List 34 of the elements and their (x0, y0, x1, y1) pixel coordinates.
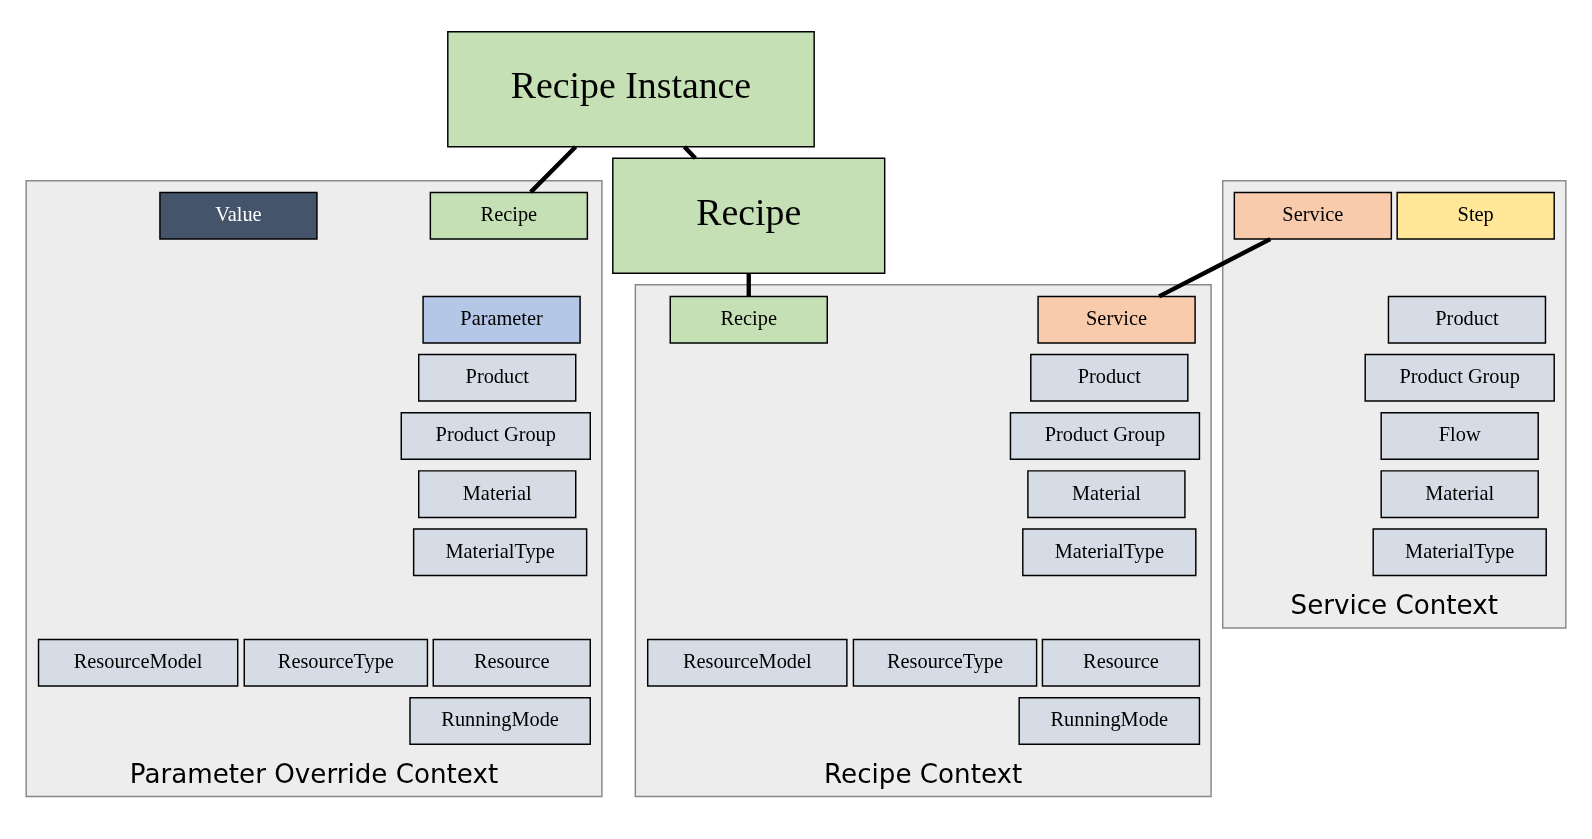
node-box: Product Group (1009, 411, 1201, 460)
node-box: RunningMode (409, 696, 591, 745)
node-box: Resource (432, 638, 591, 687)
node-box: Service (1233, 191, 1393, 240)
connector (746, 273, 751, 296)
node-box: Recipe (612, 157, 886, 274)
node-box: Material (1380, 469, 1539, 518)
connector (682, 144, 697, 160)
node-box: Product Group (400, 411, 591, 460)
node-box: Step (1396, 191, 1555, 240)
node-box: Product (1030, 353, 1189, 402)
node-box: Recipe (429, 191, 589, 240)
node-box: Parameter (422, 295, 581, 344)
node-box: Resource (1041, 638, 1201, 687)
node-box: RunningMode (1018, 696, 1201, 745)
node-box: MaterialType (412, 527, 588, 576)
node-box: Service (1037, 295, 1196, 344)
node-box: MaterialType (1022, 527, 1197, 576)
node-box: Product (1387, 295, 1547, 344)
node-box: Material (418, 469, 577, 518)
node-box: MaterialType (1372, 527, 1547, 576)
node-box: Recipe Instance (447, 30, 815, 147)
node-box: Product (418, 353, 577, 402)
node-box: Product Group (1364, 353, 1555, 402)
node-box: Value (159, 191, 318, 240)
node-box: ResourceModel (646, 638, 848, 687)
connector (529, 144, 578, 194)
node-box: ResourceType (243, 638, 429, 687)
node-box: Material (1027, 469, 1186, 518)
connector (1158, 236, 1272, 298)
node-box: Flow (1380, 411, 1539, 460)
node-box: ResourceType (852, 638, 1038, 687)
node-box: Recipe (669, 295, 828, 344)
node-box: ResourceModel (37, 638, 239, 687)
